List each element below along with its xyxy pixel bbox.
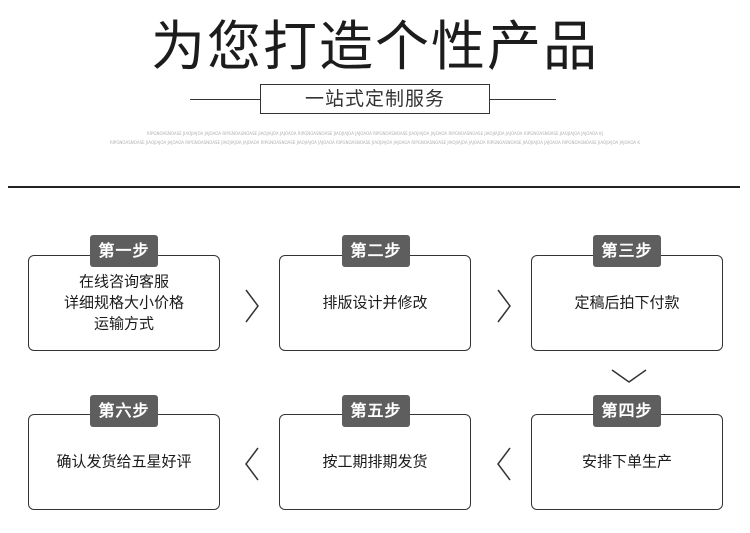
subtitle-text: 一站式定制服务 (260, 84, 490, 114)
step-card-5: 按工期排期发货 (279, 414, 471, 510)
page-title: 为您打造个性产品 (151, 15, 599, 78)
step-3-badge: 第三步 (593, 235, 661, 267)
step-2-text: 排版设计并修改 (280, 293, 470, 314)
step-6-line-1: 确认发货给五星好评 (56, 452, 192, 471)
step-1-badge: 第一步 (90, 235, 158, 267)
step-4-badge: 第四步 (593, 395, 661, 427)
step-3-text: 定稿后拍下付款 (532, 293, 722, 314)
step-2-line-1: 排版设计并修改 (322, 293, 428, 312)
subtitle-banner: 一站式定制服务 (0, 84, 750, 116)
step-card-4: 安排下单生产 (531, 414, 723, 510)
step-card-3: 定稿后拍下付款 (531, 255, 723, 351)
chevron-right-icon (497, 289, 511, 323)
fine-print-line-1: RIPGNOASNOASE JIAOJIAJOA JAJOAOA RIPGNOA… (147, 131, 603, 136)
step-5-text: 按工期排期发货 (280, 452, 470, 473)
chevron-right-icon (245, 289, 259, 323)
step-1-line-1: 在线咨询客服 (78, 272, 169, 291)
step-5-line-1: 按工期排期发货 (322, 452, 428, 471)
step-3-line-1: 定稿后拍下付款 (574, 293, 680, 312)
step-4-line-1: 安排下单生产 (581, 452, 672, 471)
section-divider (8, 186, 740, 188)
chevron-left-icon (245, 447, 259, 481)
step-card-1: 在线咨询客服 详细规格大小价格 运输方式 (28, 255, 220, 351)
step-4-text: 安排下单生产 (532, 452, 722, 473)
chevron-left-icon (497, 447, 511, 481)
subtitle-right-rule (490, 99, 556, 100)
step-6-text: 确认发货给五星好评 (29, 452, 219, 473)
subtitle-left-rule (190, 99, 260, 100)
chevron-down-icon (611, 369, 647, 383)
step-6-badge: 第六步 (90, 395, 158, 427)
step-1-text: 在线咨询客服 详细规格大小价格 运输方式 (29, 272, 219, 335)
fine-print-line-2: RIPGNOASNOASE JIAOJIAJOA JAJOAOA RIPGNOA… (109, 140, 641, 145)
step-1-line-2: 详细规格大小价格 (63, 293, 184, 312)
step-1-line-3: 运输方式 (93, 314, 154, 333)
step-card-2: 排版设计并修改 (279, 255, 471, 351)
step-2-badge: 第二步 (342, 235, 410, 267)
step-5-badge: 第五步 (342, 395, 410, 427)
step-card-6: 确认发货给五星好评 (28, 414, 220, 510)
